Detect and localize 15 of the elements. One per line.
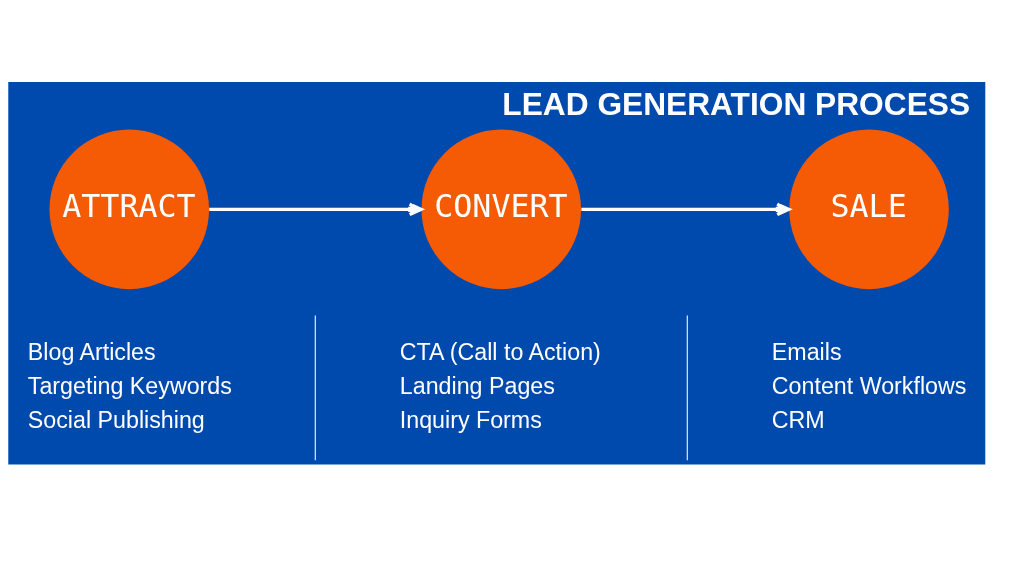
node-label: Emails: [771, 338, 842, 365]
node-circle: ATTRACT: [49, 129, 210, 289]
arrow: [581, 202, 791, 216]
node-label: CTA (Call to Action): [399, 338, 601, 365]
node-label: Landing Pages: [399, 372, 555, 399]
node-label: Blog Articles: [27, 338, 156, 365]
node-label: Content Workflows: [771, 372, 967, 399]
arrow: [209, 202, 423, 216]
node-label: Inquiry Forms: [399, 406, 542, 433]
node-circle: SALE: [789, 129, 949, 289]
node-label: CRM: [771, 406, 825, 433]
node-label: Social Publishing: [27, 406, 205, 433]
node-label: Targeting Keywords: [27, 372, 232, 399]
diagram-title: LEAD GENERATION PROCESS: [502, 85, 971, 122]
node-circle: CONVERT: [421, 129, 582, 289]
